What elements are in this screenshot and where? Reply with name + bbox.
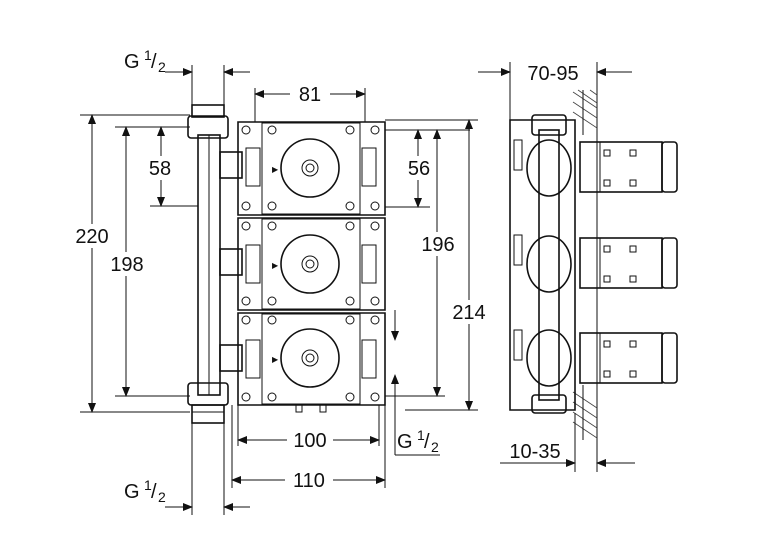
thread-slash: /	[151, 481, 157, 503]
dim-depth-range: 70-95	[527, 63, 578, 85]
handle-bottom	[579, 332, 678, 384]
front-dimensions: 81 G 1 / 2 220 198 58 56	[68, 47, 492, 515]
thread-prefix: G	[124, 51, 140, 73]
side-dimensions: 70-95 10-35	[478, 62, 635, 472]
dim-width-outer: 110	[293, 470, 325, 492]
handle-middle	[579, 237, 678, 289]
thread-numerator: 1	[144, 477, 152, 493]
dim-spacing-top: 81	[299, 84, 321, 106]
side-view	[509, 89, 678, 440]
svg-text:▶: ▶	[272, 165, 279, 174]
thread-slash: /	[151, 51, 157, 73]
dim-wall-range: 10-35	[509, 441, 560, 463]
dim-offset-left: 58	[149, 158, 171, 180]
dim-height-outer-left: 220	[75, 226, 108, 248]
thread-prefix: G	[124, 481, 140, 503]
svg-text:▶: ▶	[272, 355, 279, 364]
dim-height-inner-right: 196	[421, 234, 454, 256]
thread-label-top: G 1 / 2	[124, 47, 166, 75]
thread-label-right: G 1 / 2	[397, 427, 439, 455]
svg-text:▶: ▶	[272, 261, 279, 270]
mounting-module-bottom: ▶	[237, 312, 386, 413]
thread-denominator: 2	[158, 59, 166, 75]
dim-offset-right: 56	[408, 158, 430, 180]
dim-height-inner-left: 198	[110, 254, 143, 276]
front-view: ▶ ▶ ▶	[187, 104, 386, 424]
thread-slash: /	[424, 431, 430, 453]
thread-numerator: 1	[144, 47, 152, 63]
thread-denominator: 2	[158, 489, 166, 505]
thread-label-bottom: G 1 / 2	[124, 477, 166, 505]
manifold-pipe	[187, 104, 243, 424]
dim-width-inner: 100	[293, 430, 326, 452]
mounting-module-middle: ▶	[237, 217, 386, 311]
thread-prefix: G	[397, 431, 413, 453]
wall-section	[572, 89, 598, 440]
thread-denominator: 2	[431, 439, 439, 455]
thread-numerator: 1	[417, 427, 425, 443]
handle-top	[579, 141, 678, 193]
dim-height-outer-right: 214	[452, 302, 485, 324]
mounting-module-top: ▶	[237, 121, 386, 216]
